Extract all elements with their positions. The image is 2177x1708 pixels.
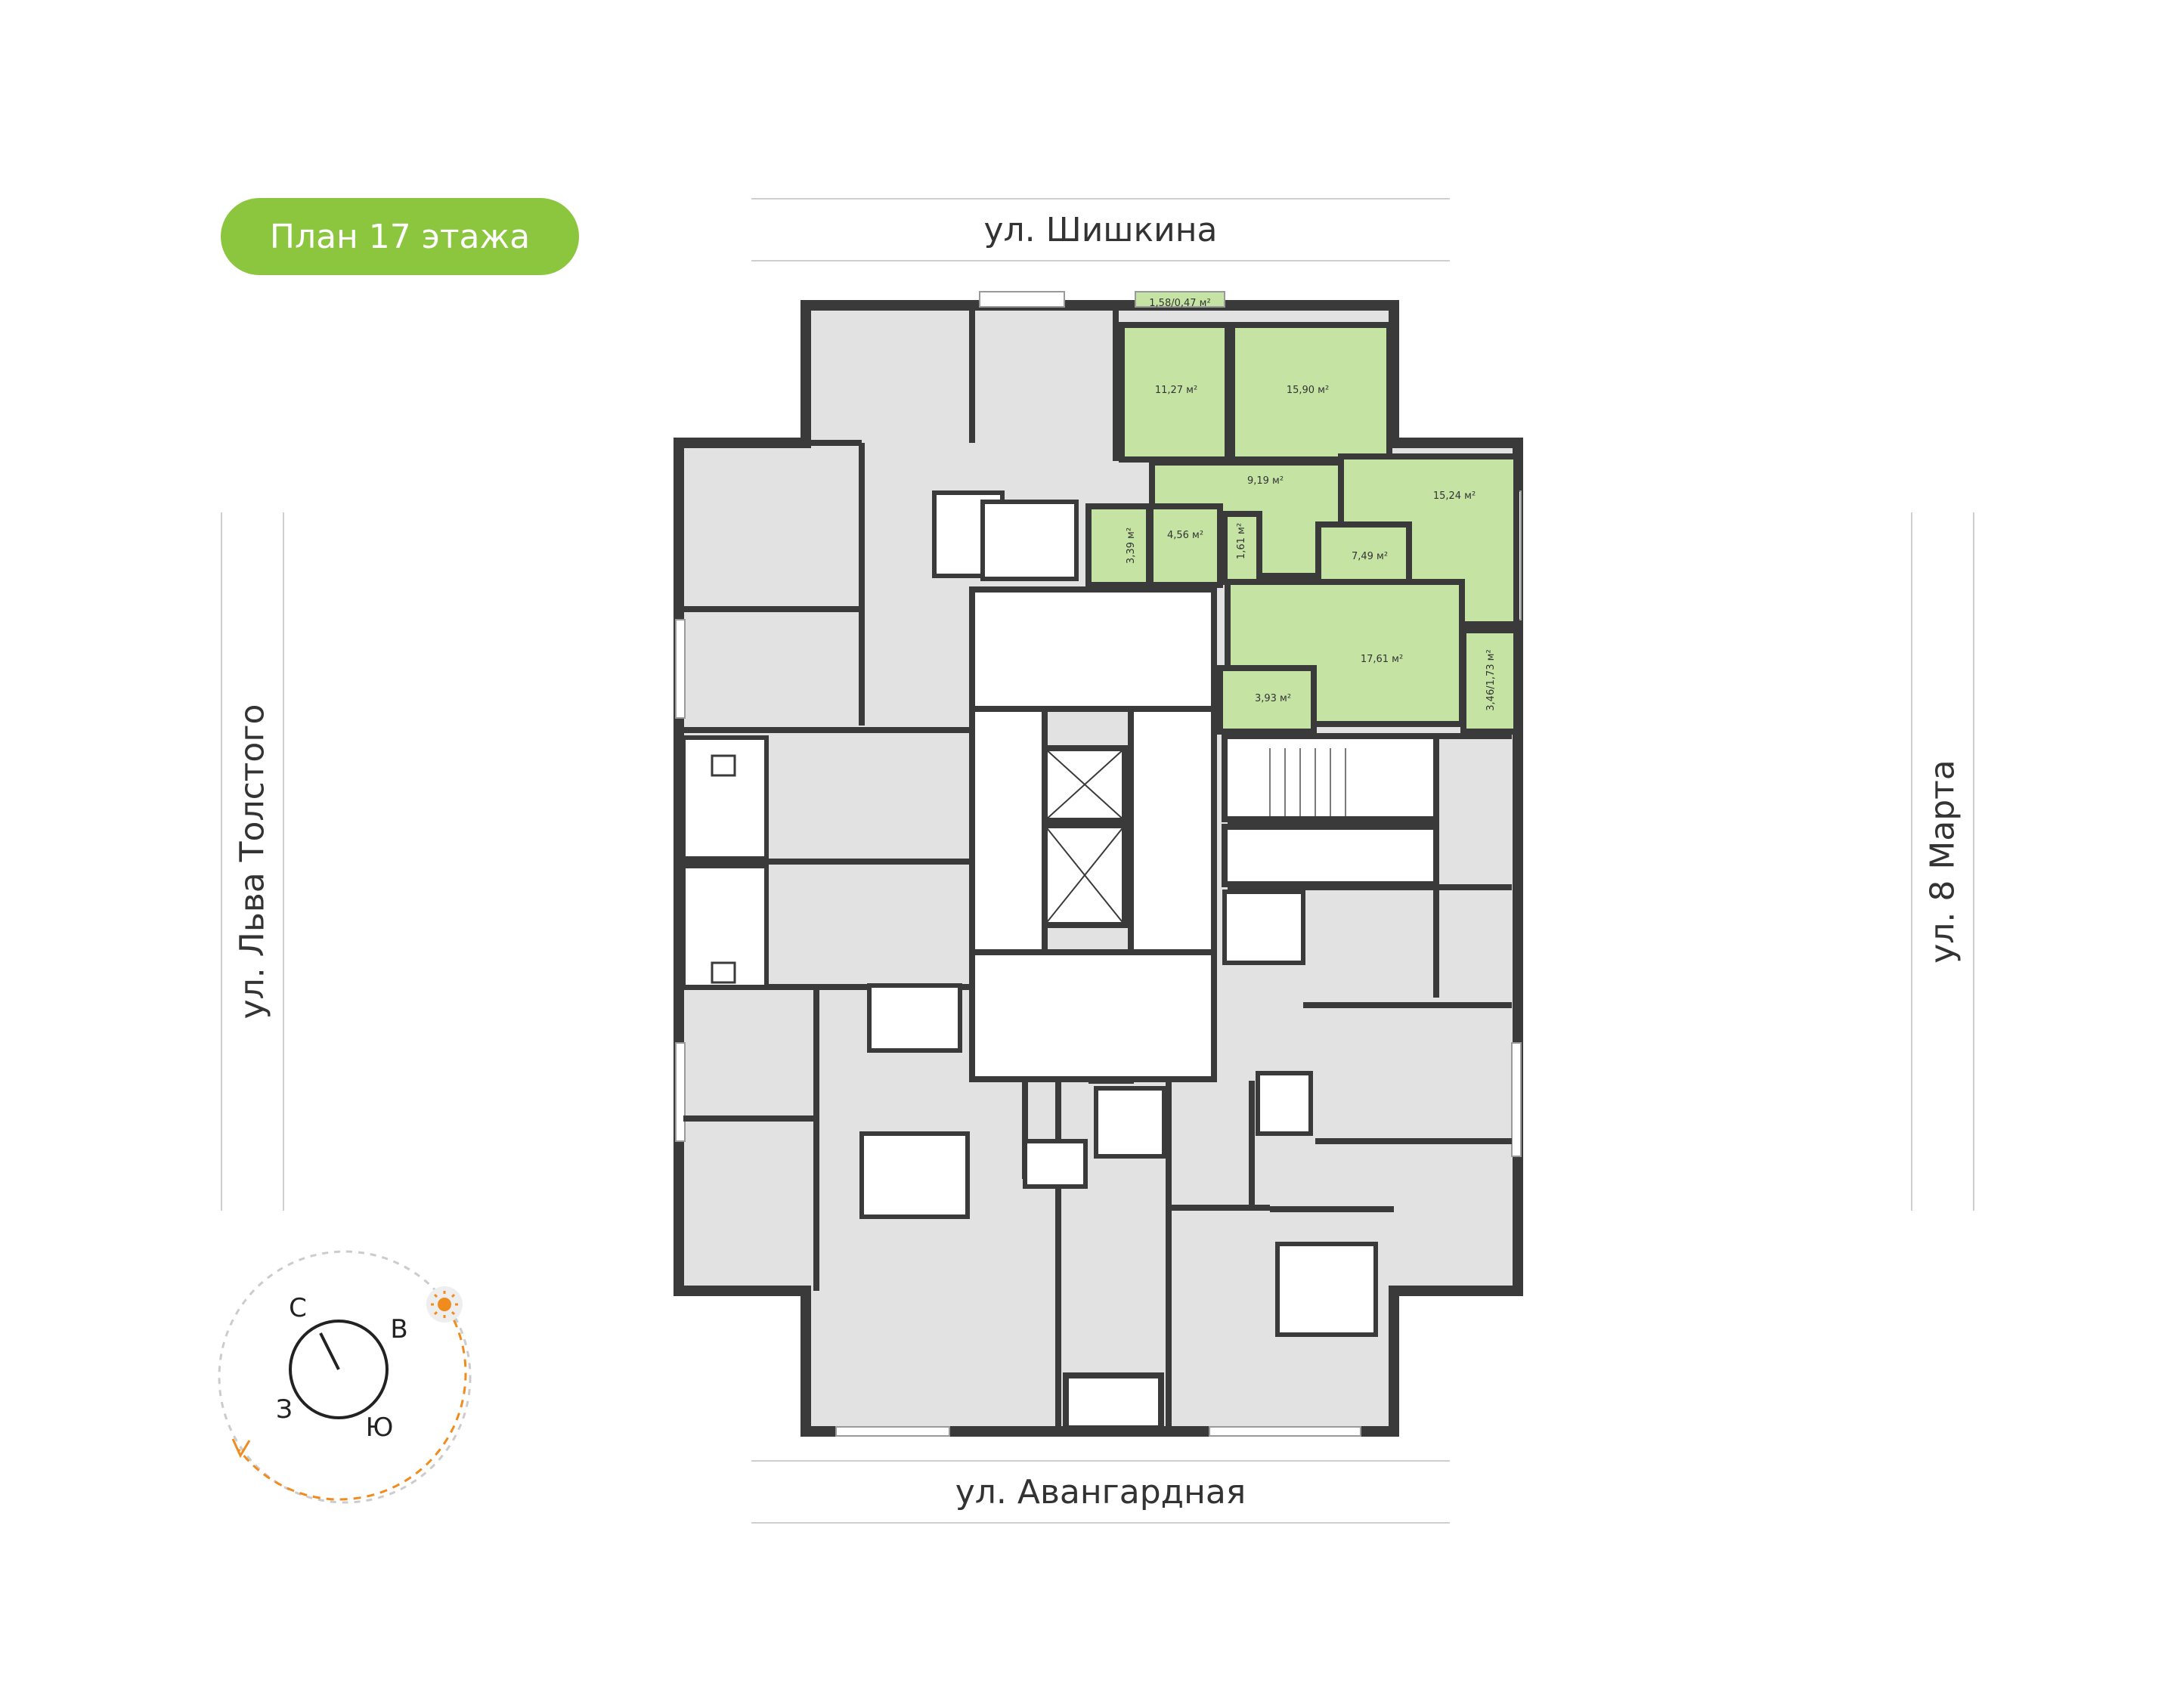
sun-path [237, 1296, 467, 1501]
label-wc: 1,61 м² [1236, 523, 1247, 559]
compass-needle [319, 1332, 340, 1370]
label-bath-1: 3,39 м² [1126, 528, 1137, 564]
label-room-3: 17,61 м² [1361, 654, 1403, 665]
label-room-2: 15,90 м² [1287, 385, 1329, 396]
compass-west: З [276, 1394, 293, 1425]
compass-north: С [289, 1293, 307, 1323]
sun-path-arrow-icon [231, 1438, 251, 1459]
bathroom-2 [1217, 665, 1317, 735]
balcony-side [1460, 627, 1519, 735]
label-kitchen: 7,49 м² [1352, 551, 1388, 562]
wet-rooms [859, 490, 1378, 1337]
apartment-highlight [1085, 322, 1519, 735]
room-labels: 1,58/0,47 м² 11,27 м² 15,90 м² 9,19 м² 1… [1126, 298, 1497, 711]
room-2 [1229, 322, 1392, 463]
staircase [1269, 748, 1346, 816]
street-west: ул. Льва Толстого [221, 512, 284, 1211]
street-label-north: ул. Шишкина [751, 198, 1450, 261]
label-balcony-side: 3,46/1,73 м² [1485, 649, 1497, 710]
room-1 [1119, 322, 1231, 463]
vent-shafts [681, 735, 769, 989]
label-living: 15,24 м² [1433, 490, 1476, 502]
compass: С В Ю З [218, 1250, 472, 1504]
label-bath-2: 3,93 м² [1255, 693, 1291, 704]
compass-dial [289, 1320, 389, 1419]
compass-south: Ю [366, 1413, 394, 1443]
street-label-south: ул. Авангардная [751, 1460, 1450, 1524]
label-room-1: 11,27 м² [1155, 385, 1197, 396]
label-corridor: 4,56 м² [1167, 530, 1203, 541]
compass-east: В [390, 1314, 407, 1344]
floor-plan-badge: План 17 этажа [221, 198, 579, 275]
elevator-marks [1044, 747, 1126, 926]
street-east: ул. 8 Марта [1911, 512, 1974, 1211]
corridor [1147, 503, 1223, 588]
building-core [969, 586, 1439, 1431]
sun-icon [426, 1286, 463, 1323]
label-hall: 9,19 м² [1247, 475, 1284, 487]
bathroom-1 [1085, 503, 1152, 588]
label-balcony-top: 1,58/0,47 м² [1149, 298, 1210, 309]
